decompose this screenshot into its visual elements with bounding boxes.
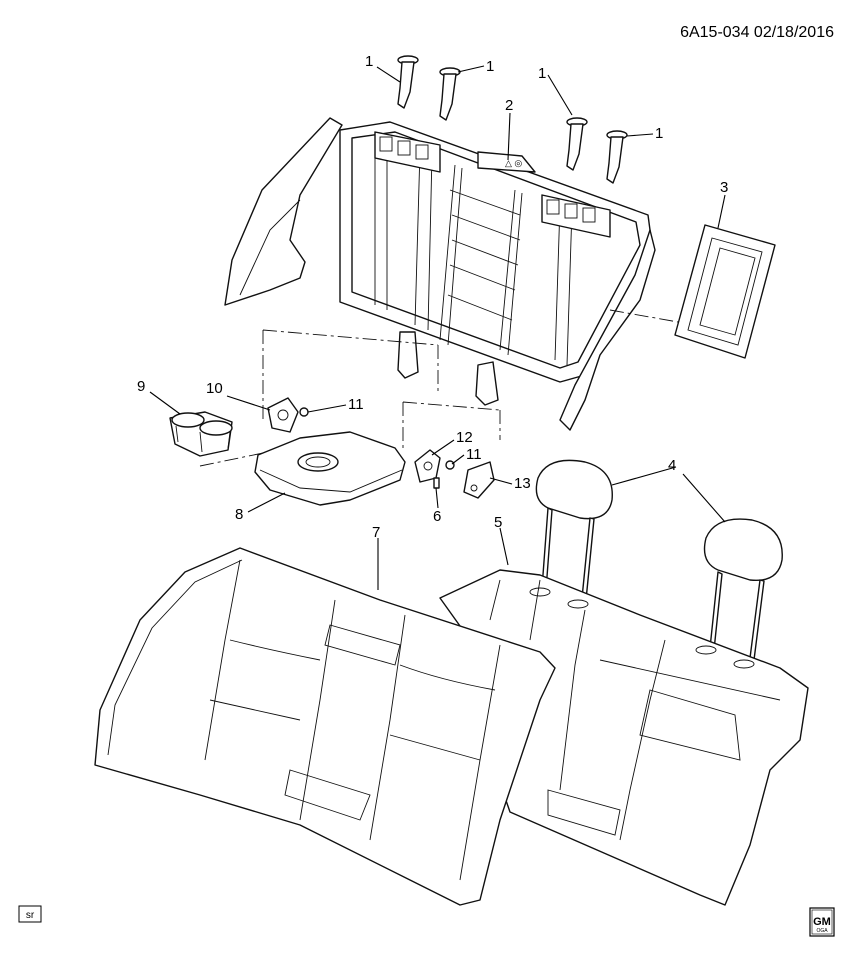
callout-1: 1: [538, 65, 546, 82]
callout-3: 3: [720, 179, 728, 196]
pass-through-panel: [674, 224, 776, 359]
callout-2: 2: [505, 97, 513, 114]
callout-1: 1: [365, 53, 373, 70]
callout-5: 5: [494, 514, 502, 531]
callout-10: 10: [206, 380, 223, 397]
pin: [433, 477, 440, 489]
callout-11: 11: [348, 396, 364, 413]
bolt: [299, 407, 455, 470]
callout-13: 13: [514, 475, 531, 492]
svg-text:OGA: OGA: [816, 928, 828, 934]
callout-9: 9: [137, 378, 145, 395]
svg-text:GM: GM: [813, 916, 831, 928]
callout-12: 12: [456, 429, 473, 446]
cup-holder: [169, 411, 233, 457]
svg-text:sr: sr: [26, 910, 35, 921]
callout-11: 11: [466, 446, 482, 463]
callout-8: 8: [235, 506, 243, 523]
callout-1: 1: [655, 125, 663, 142]
callout-1: 1: [486, 58, 494, 75]
head-restraint: [535, 459, 783, 661]
head-restraint-guide: [397, 55, 628, 184]
frame-mark: △ ◎: [505, 158, 522, 168]
armrest-hinge-right: [414, 449, 441, 483]
sr-badge: sr: [18, 905, 42, 923]
callout-labels: 1 1 1 1 2 3 4 4 5 6 7 8 9 10 11 11 12 13: [137, 53, 728, 541]
gm-logo: GM OGA: [809, 907, 835, 937]
hinge-cover: [463, 461, 495, 499]
callout-7: 7: [372, 524, 380, 541]
armrest-hinge-left: [267, 397, 299, 433]
callout-6: 6: [433, 508, 441, 525]
callout-4: 4: [668, 457, 676, 474]
armrest: [254, 431, 406, 506]
seat-back-cover: [94, 547, 556, 906]
diagram-reference: 6A15-034 02/18/2016: [680, 24, 834, 41]
leader-lines: [149, 65, 726, 590]
seat-back-frame: △ ◎: [224, 117, 656, 431]
